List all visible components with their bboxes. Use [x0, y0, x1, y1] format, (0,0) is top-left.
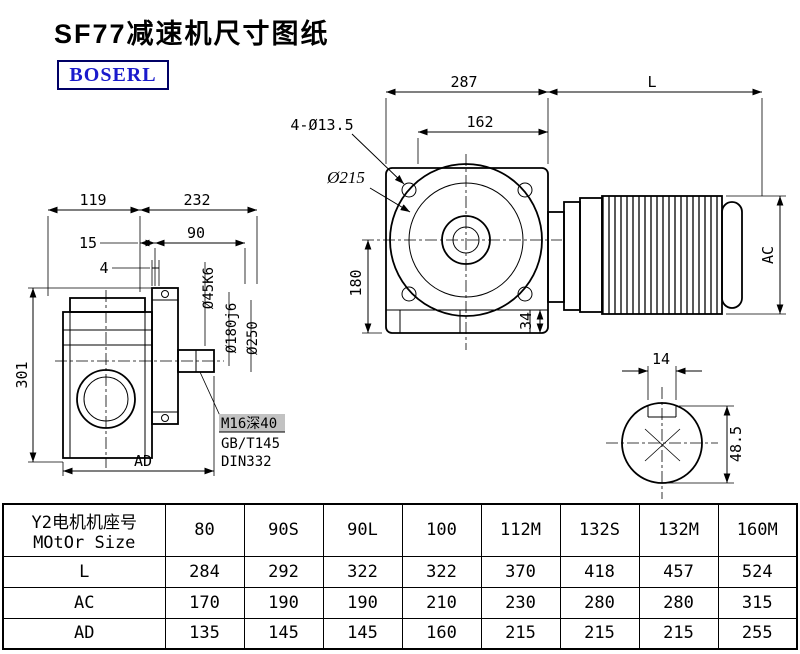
motor-size-col-132M: 132M	[638, 503, 719, 557]
dim-15: 15	[79, 234, 97, 252]
row-label-AC: AC	[2, 586, 166, 619]
cell-AC-90S: 190	[243, 586, 324, 619]
dim-287: 287	[450, 73, 477, 91]
motor-size-col-100: 100	[401, 503, 482, 557]
note-standard: GB/T145	[221, 436, 280, 452]
note-tap: M16深40	[221, 416, 277, 432]
table-row-AC: AC 170 190 190 210 230 280 280 315	[2, 586, 798, 619]
dim-flange-circle: Ø215	[326, 168, 365, 187]
cell-L-132M: 457	[638, 555, 719, 588]
cell-AC-90L: 190	[322, 586, 403, 619]
motor-size-col-112M: 112M	[480, 503, 561, 557]
side-view-housing	[62, 297, 153, 459]
dim-162: 162	[466, 113, 493, 131]
keyway	[647, 406, 677, 418]
row-label-L: L	[2, 555, 166, 588]
cell-AD-132S: 215	[559, 617, 640, 650]
cell-AD-90S: 145	[243, 617, 324, 650]
dim-AC: AC	[759, 246, 777, 264]
cell-AC-132M: 280	[638, 586, 719, 619]
motor-size-header-cn: Y2电机机座号	[31, 512, 137, 533]
cell-L-112M: 370	[480, 555, 561, 588]
dim-flange-diameter: Ø250	[245, 321, 261, 355]
cell-AC-100: 210	[401, 586, 482, 619]
cell-L-160M: 524	[717, 555, 798, 588]
dim-L: L	[647, 73, 656, 91]
boserl-logo: BOSERL	[57, 60, 169, 90]
page-title: SF77减速机尺寸图纸	[54, 19, 330, 49]
motor-size-table: Y2电机机座号 MOtOr Size 80 90S 90L 100 112M 1…	[2, 503, 798, 650]
cell-AC-160M: 315	[717, 586, 798, 619]
cell-AC-80: 170	[164, 586, 245, 619]
side-view-flange	[151, 287, 179, 425]
dim-4: 4	[99, 259, 108, 277]
dim-shaft-diameter: Ø45K6	[201, 267, 217, 309]
motor-size-col-80: 80	[164, 503, 245, 557]
dim-301: 301	[13, 361, 31, 388]
cell-AD-100: 160	[401, 617, 482, 650]
dim-232: 232	[183, 191, 210, 209]
table-header-row: Y2电机机座号 MOtOr Size 80 90S 90L 100 112M 1…	[2, 503, 798, 557]
cell-AD-80: 135	[164, 617, 245, 650]
note-din: DIN332	[221, 454, 272, 470]
dim-34: 34	[517, 312, 535, 330]
cell-AD-112M: 215	[480, 617, 561, 650]
side-view-shaft	[177, 349, 215, 373]
dim-AD: AD	[134, 452, 152, 470]
dim-spigot-diameter: Ø180j6	[224, 303, 240, 354]
motor-size-col-90S: 90S	[243, 503, 324, 557]
cell-L-100: 322	[401, 555, 482, 588]
cell-AC-112M: 230	[480, 586, 561, 619]
cell-AD-90L: 145	[322, 617, 403, 650]
cell-AD-132M: 215	[638, 617, 719, 650]
dim-119: 119	[79, 191, 106, 209]
dim-180: 180	[347, 269, 365, 296]
motor-size-header: Y2电机机座号 MOtOr Size	[2, 503, 166, 557]
motor-size-col-132S: 132S	[559, 503, 640, 557]
front-view-housing	[385, 163, 549, 334]
cell-AD-160M: 255	[717, 617, 798, 650]
dim-bolt-holes: 4-Ø13.5	[290, 116, 353, 134]
front-view: 287 L 162 4-Ø13.5 Ø215 180 34 AC	[290, 73, 786, 350]
cell-L-132S: 418	[559, 555, 640, 588]
cell-L-90S: 292	[243, 555, 324, 588]
shaft-end-view: 14 48.5	[606, 350, 745, 499]
row-label-AD: AD	[2, 617, 166, 650]
table-row-AD: AD 135 145 145 160 215 215 215 255	[2, 617, 798, 650]
motor-size-header-en: MOtOr Size	[33, 532, 136, 553]
table-row-L: L 284 292 322 322 370 418 457 524	[2, 555, 798, 588]
cell-L-80: 284	[164, 555, 245, 588]
motor-size-col-160M: 160M	[717, 503, 798, 557]
cell-L-90L: 322	[322, 555, 403, 588]
cell-AC-132S: 280	[559, 586, 640, 619]
motor	[547, 195, 743, 315]
side-view: 119 232 15 90 4 301 AD	[13, 191, 285, 476]
dim-90: 90	[187, 224, 205, 242]
motor-size-col-90L: 90L	[322, 503, 403, 557]
dim-key-height: 48.5	[727, 426, 745, 462]
technical-drawing: 119 232 15 90 4 301 AD	[13, 73, 786, 499]
dim-key-width: 14	[652, 350, 670, 368]
shaft-tap-notes: M16深40 GB/T145 DIN332	[199, 371, 285, 470]
